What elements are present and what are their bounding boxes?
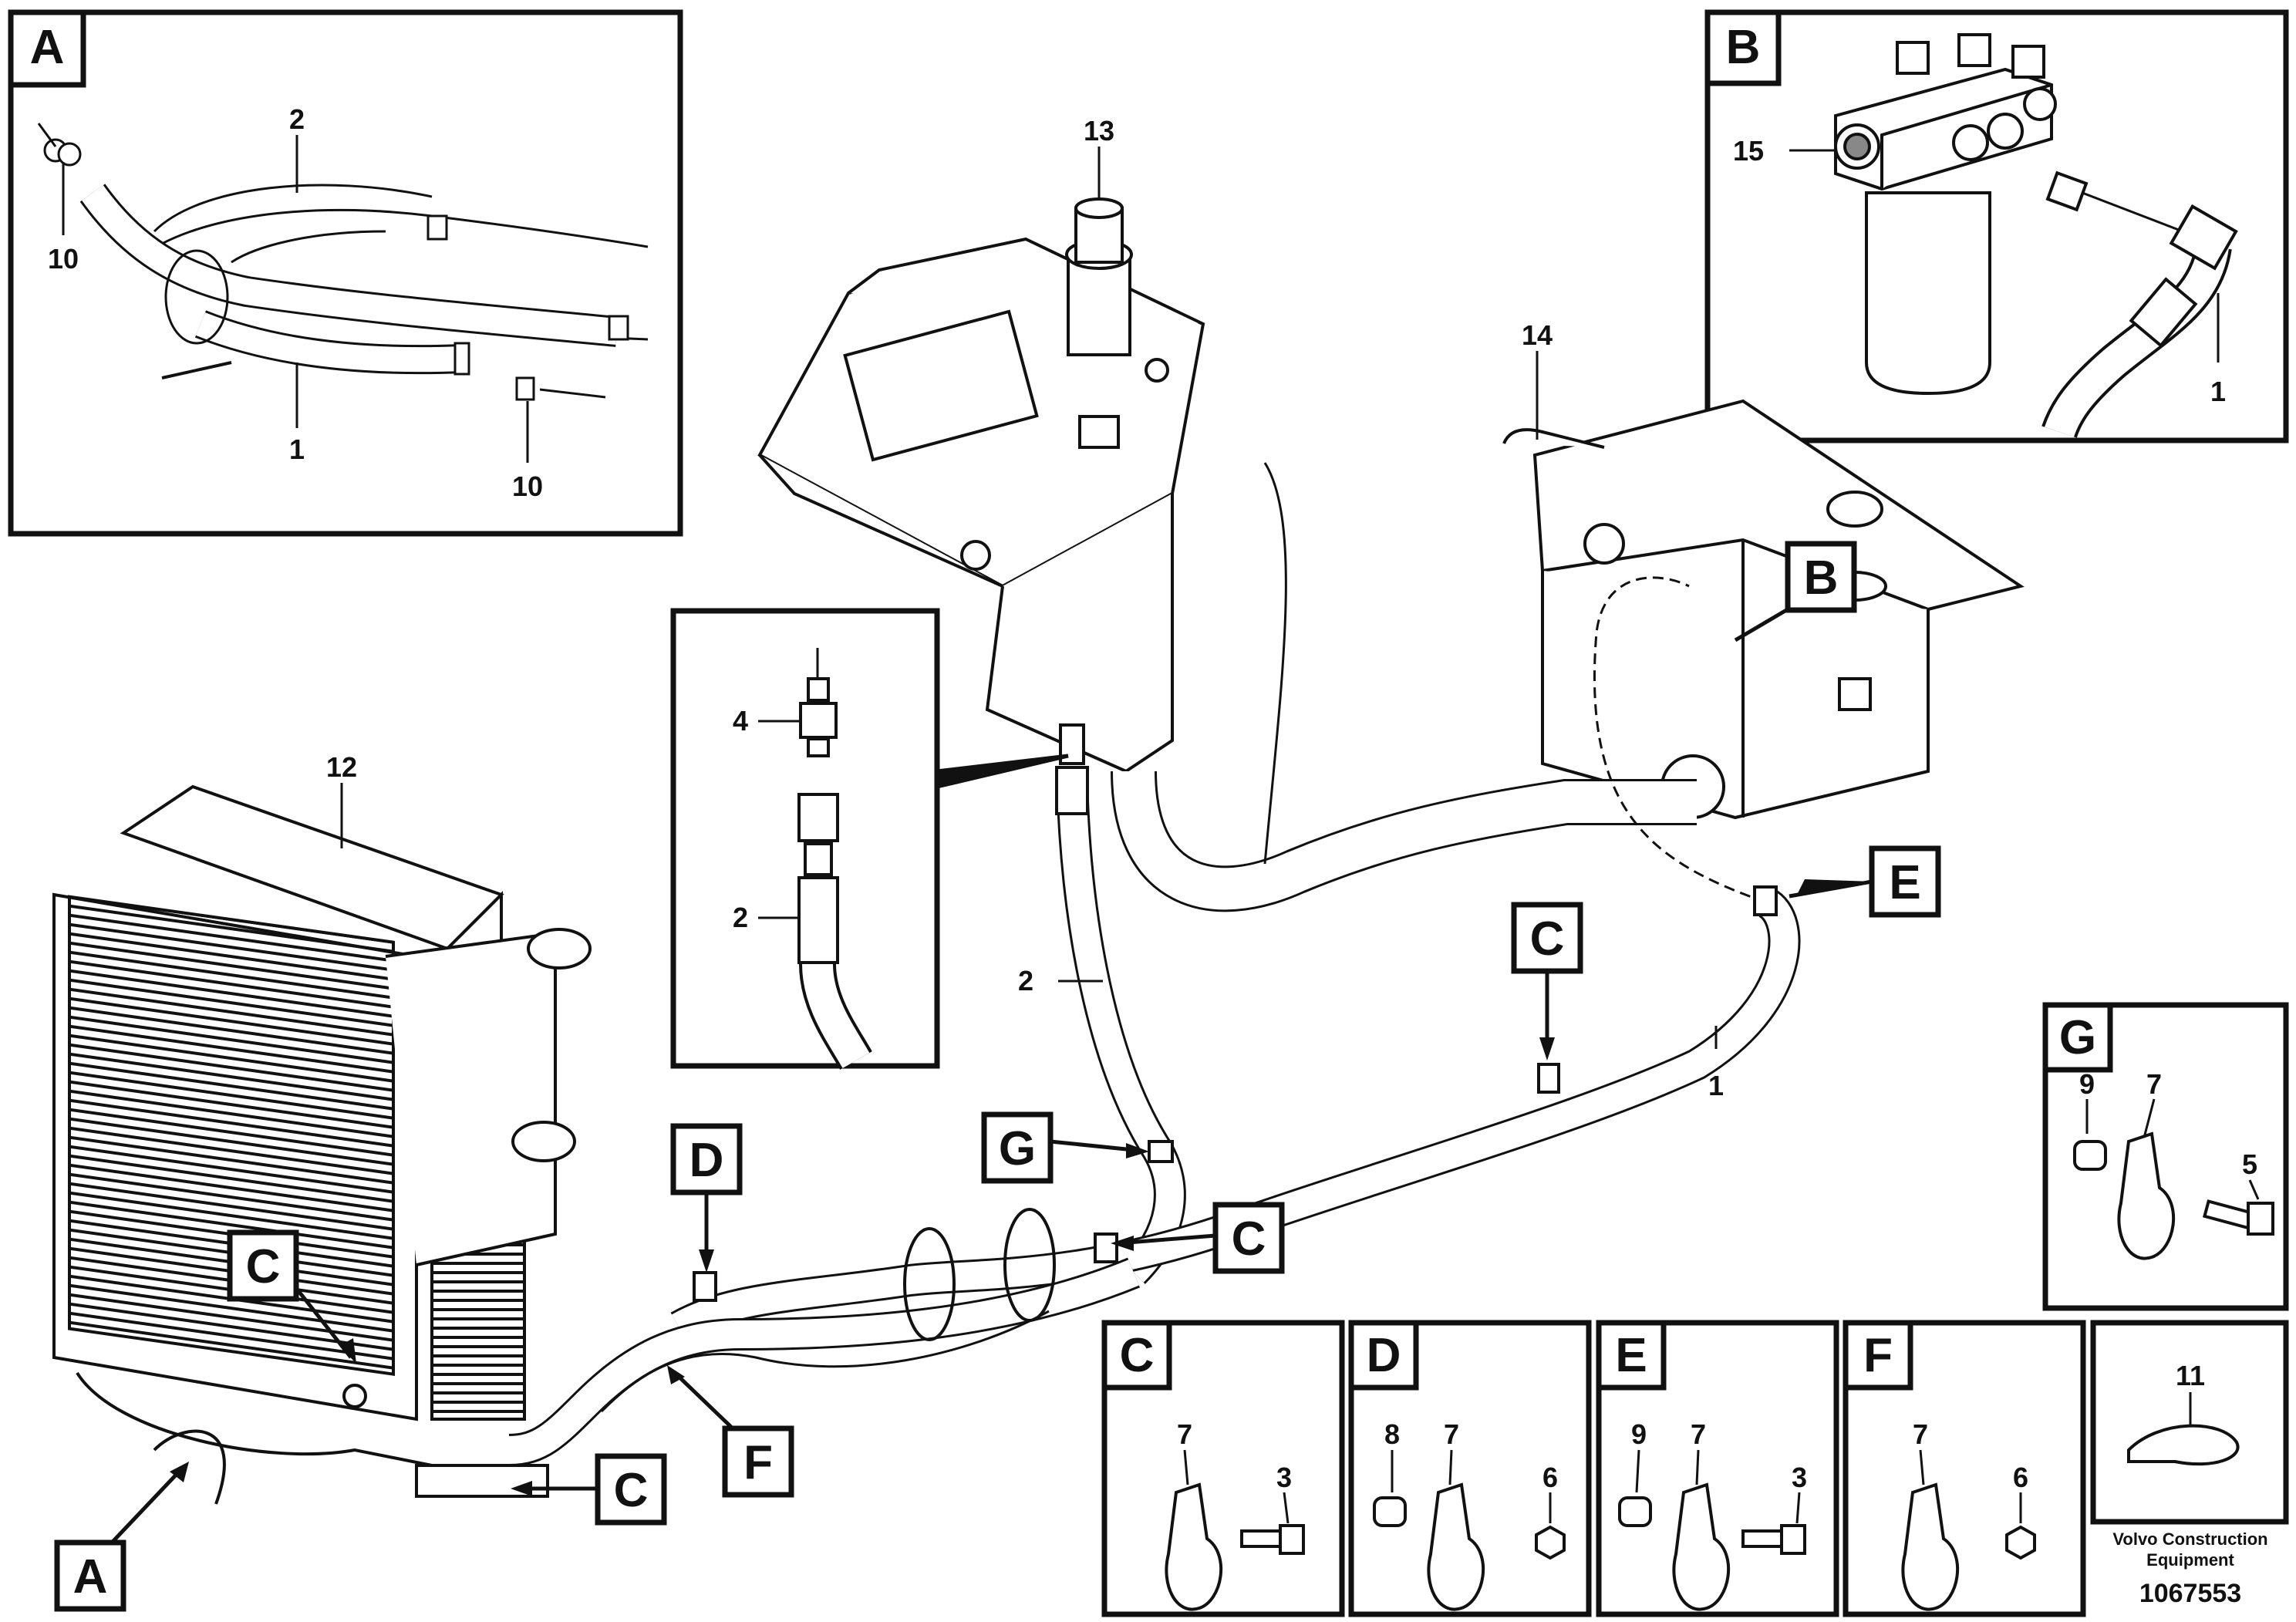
inset-a-leaders [37,123,606,463]
view-marker-a: A [73,1550,108,1603]
detail-c: C 7 3 [1101,1320,1345,1617]
fitting-detail-box: 4 2 [670,608,1069,1071]
detail-d-8: 8 [1384,1418,1400,1450]
view-markers: B E C C G D C F [54,541,1941,1612]
hose-2 [1055,723,1186,1284]
callout-2-main: 2 [1018,965,1033,996]
inset-a-frame [8,9,683,537]
inset-a-letter: A [30,21,65,74]
detail-e-9: 9 [1631,1418,1647,1450]
detail-f: F 7 6 [1843,1320,2086,1617]
inset-a: A 2 1 [8,9,683,537]
callout-2-fitting: 2 [733,902,748,933]
detail-g: G 9 7 5 [2042,1002,2289,1311]
detail-f-6: 6 [2013,1462,2028,1493]
inset-a-letter-box [8,9,86,88]
detail-e-7: 7 [1691,1418,1706,1450]
callout-1-inset-b: 1 [2210,376,2226,407]
brand-line-2: Equipment [2146,1550,2234,1570]
filter-assembly [1834,33,2089,396]
hydraulic-tank [757,197,1205,774]
view-marker-c-mid: C [1232,1212,1266,1266]
oil-cooler [52,784,592,1505]
inset-b-letter-box [1704,9,1782,86]
detail-e: E 9 7 3 [1596,1320,1839,1617]
detail-d: D 8 7 6 [1348,1320,1592,1617]
inset-b: B 15 1 [1704,9,2289,443]
callout-12: 12 [326,751,357,783]
footer: Volvo Construction Equipment 1067553 [2112,1529,2267,1608]
detail-g-7: 7 [2146,1068,2162,1100]
view-marker-f: F [743,1436,773,1489]
return-pipe [1111,462,1697,912]
callout-10-inset-a-left: 10 [48,243,79,275]
detail-d-letter: D [1367,1329,1401,1382]
callout-1-inset-a: 1 [289,433,305,465]
inset-a-hoses [79,184,649,379]
detail-11: 11 [2090,1320,2289,1525]
detail-f-letter: F [1863,1329,1893,1382]
view-marker-g: G [999,1122,1036,1175]
filter-mount [1502,399,2025,820]
detail-c-letter: C [1120,1329,1155,1382]
detail-g-letter: G [2059,1011,2096,1064]
view-marker-e: E [1889,856,1920,909]
part-number: 1067553 [2139,1579,2241,1608]
brand-line-1: Volvo Construction [2112,1529,2267,1549]
detail-c-3: 3 [1276,1462,1292,1493]
inset-b-leaders [1789,149,2220,363]
callout-11: 11 [2176,1360,2205,1391]
view-marker-c-left: C [246,1240,281,1293]
detail-g-5: 5 [2242,1148,2257,1180]
callout-2-inset-a: 2 [289,103,305,135]
detail-d-6: 6 [1542,1462,1558,1493]
hose-bundle [508,885,1778,1466]
inset-a-clips [43,138,629,401]
callout-4: 4 [733,705,748,737]
view-marker-d: D [689,1134,724,1187]
callout-15: 15 [1733,135,1764,167]
view-marker-c-top: C [1530,912,1565,966]
callout-10-inset-a-bottom: 10 [512,470,543,502]
callout-1-main: 1 [1708,1070,1724,1101]
detail-d-7: 7 [1444,1418,1459,1450]
view-marker-b: B [1804,551,1839,605]
callout-13: 13 [1084,115,1114,147]
detail-e-3: 3 [1792,1462,1807,1493]
inset-b-letter: B [1726,21,1761,74]
view-marker-c-bottom: C [614,1464,649,1517]
detail-c-7: 7 [1177,1418,1192,1450]
detail-f-7: 7 [1913,1418,1928,1450]
inset-b-hose [2041,191,2238,439]
detail-g-9: 9 [2079,1068,2095,1100]
callout-14: 14 [1522,319,1553,351]
detail-e-letter: E [1615,1329,1647,1382]
